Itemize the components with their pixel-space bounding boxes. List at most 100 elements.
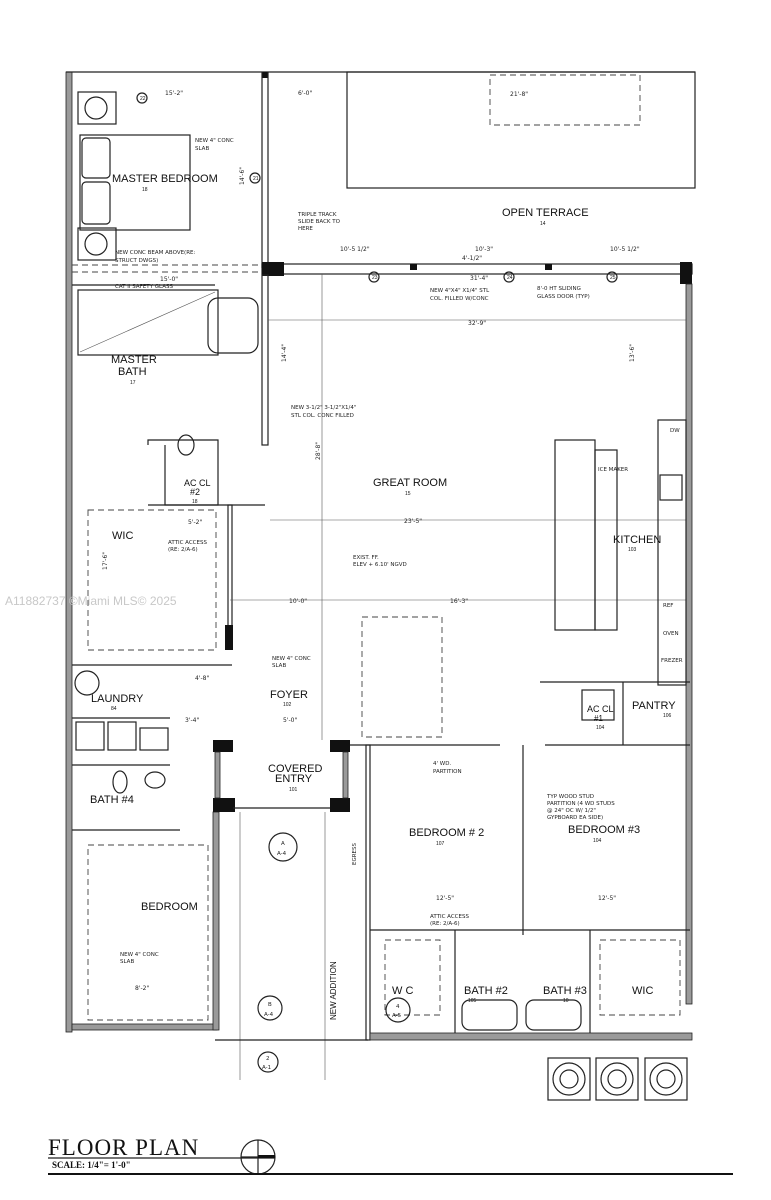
room-tag: 104	[596, 725, 605, 731]
dimension: 13'-6"	[629, 344, 636, 362]
room-bedroom: BEDROOM	[141, 901, 198, 913]
dimension: 23'-5"	[404, 518, 422, 525]
room-covered-entry-line2: ENTRY	[275, 773, 313, 785]
dimension: 12'-5"	[598, 895, 616, 902]
fixture-labels: ICE MAKER REF OVEN FREZER DW EGRESS	[352, 428, 683, 865]
freezer-label: FREZER	[661, 658, 683, 664]
room-kitchen: KITCHEN	[613, 534, 661, 546]
note-sliding-door: 8'-0 HT SLIDING	[537, 286, 581, 292]
dimension: 10'-3"	[475, 246, 493, 253]
ice-maker-label: ICE MAKER	[598, 467, 628, 473]
room-ac-closet-1-line1: AC CL	[587, 704, 614, 714]
note-beam: NEW CONC BEAM ABOVE(RE:	[115, 250, 196, 256]
room-ac-closet-2-line2: #2	[190, 487, 200, 497]
room-ac-closet-2-line1: AC CL	[184, 478, 211, 488]
plan-title: FLOOR PLAN	[48, 1135, 199, 1160]
dimension: 15'-0"	[160, 276, 178, 283]
note-slab: SLAB	[195, 146, 209, 152]
marker: 24	[507, 275, 513, 281]
dw-label: DW	[670, 428, 680, 434]
dimension: 3'-4"	[185, 717, 199, 724]
new-addition-label: NEW ADDITION	[329, 961, 338, 1020]
dimension: 28'-8"	[315, 442, 322, 460]
plan-scale: SCALE: 1/4"= 1'-0"	[52, 1160, 131, 1170]
room-tag: 101	[289, 787, 298, 793]
oven-label: OVEN	[663, 631, 679, 637]
ref-label: REF	[663, 603, 673, 609]
note-attic-access: (RE: 2/A-6)	[168, 547, 198, 553]
room-tag: 105	[468, 998, 477, 1004]
dimension: 8'-2"	[135, 985, 149, 992]
note-foyer-slab: NEW 4" CONC	[272, 656, 311, 662]
egress-label: EGRESS	[352, 842, 358, 865]
dimension-labels: 15'-2" 6'-0" 21'-8" 14'-6" 15'-0" 10'-5 …	[102, 90, 640, 992]
room-pantry: PANTRY	[632, 700, 676, 712]
note-triple-track: TRIPLE TRACK	[297, 212, 337, 218]
room-bath-3: BATH #3	[543, 985, 587, 997]
room-wc: W C	[392, 985, 413, 997]
room-tag: 107	[436, 841, 445, 847]
dimension: 31'-4"	[470, 275, 488, 282]
room-bath-2: BATH #2	[464, 985, 508, 997]
dimension: 14'-6"	[239, 167, 246, 185]
note-bedroom-slab: NEW 4" CONC	[120, 952, 159, 958]
note-attic-access-2: ATTIC ACCESS	[430, 914, 469, 920]
dimension: 10'-5 1/2"	[610, 246, 640, 253]
note-beam: STRUCT DWGS)	[115, 258, 158, 264]
room-tag: 106	[663, 713, 672, 719]
note-bedroom-slab: SLAB	[120, 959, 134, 965]
marker: 25	[610, 275, 616, 281]
note-foyer-slab: SLAB	[272, 663, 286, 669]
note-attic-access-2: (RE: 2/A-6)	[430, 921, 460, 927]
watermark: A11882737 ©Miami MLS© 2025	[5, 594, 177, 608]
dimension: 16'-3"	[450, 598, 468, 605]
section-marker-b: A-4	[264, 1012, 274, 1018]
room-master-bath-line1: MASTER	[111, 354, 157, 366]
room-master-bath-line2: BATH	[118, 366, 147, 378]
section-marker-b: B	[268, 1002, 272, 1008]
section-marker-a: A-4	[277, 851, 287, 857]
note-partition: 4' WD.	[433, 761, 451, 767]
room-tag: 18	[192, 499, 198, 505]
note-steel-column-2: NEW 3-1/2" 3-1/2"X1/4"	[291, 405, 356, 411]
room-foyer: FOYER	[270, 689, 308, 701]
marker: 22	[140, 96, 146, 102]
detail-marker-2: 2	[266, 1056, 270, 1062]
note-stud-partition: TYP WOOD STUD	[546, 794, 594, 800]
room-ac-closet-1-line2: #1	[594, 714, 603, 723]
room-wic-master: WIC	[112, 530, 133, 542]
room-tag: 18	[142, 187, 148, 193]
dimension: 32'-9"	[468, 320, 486, 327]
marker: 23	[372, 275, 378, 281]
room-bath-4: BATH #4	[90, 794, 134, 806]
note-partition: PARTITION	[433, 769, 462, 775]
annotation-notes: NEW 4" CONC SLAB NEW CONC BEAM ABOVE(RE:…	[115, 138, 615, 965]
note-sliding-door: GLASS DOOR (TYP)	[537, 294, 590, 300]
dimension: 10'-5 1/2"	[340, 246, 370, 253]
room-master-bedroom: MASTER BEDROOM	[112, 173, 218, 185]
dimension: 15'-2"	[165, 90, 183, 97]
note-steel-column: COL. FILLED W/CONC	[430, 296, 489, 302]
note-attic-access: ATTIC ACCESS	[168, 540, 207, 546]
dimension: 12'-5"	[436, 895, 454, 902]
note-steel-column-2: STL COL. CONC FILLED	[291, 413, 354, 419]
room-open-terrace: OPEN TERRACE	[502, 207, 589, 219]
note-stud-partition: @ 24" OC W/ 1/2"	[547, 808, 596, 814]
room-bedroom-2: BEDROOM # 2	[409, 827, 484, 839]
room-tag: 10	[563, 998, 569, 1004]
dimension: 5'-0"	[283, 717, 297, 724]
room-tag: 102	[283, 702, 292, 708]
marker: 21	[253, 176, 259, 182]
room-tag: 103	[628, 547, 637, 553]
note-floor-elevation: ELEV + 6.10' NGVD	[353, 562, 407, 568]
note-safety-glass: CAT II SAFETY GLASS	[115, 284, 173, 290]
note-steel-column: NEW 4"X4" X1/4" STL	[430, 288, 490, 294]
room-great-room: GREAT ROOM	[373, 477, 447, 489]
note-stud-partition: PARTITION (4 WD STUDS	[547, 801, 615, 807]
section-marker-a: A	[281, 841, 285, 847]
north-arrow-icon	[240, 1139, 276, 1175]
room-tag: 104	[593, 838, 602, 844]
dimension: 6'-0"	[298, 90, 312, 97]
dimension: 4'-8"	[195, 675, 209, 682]
